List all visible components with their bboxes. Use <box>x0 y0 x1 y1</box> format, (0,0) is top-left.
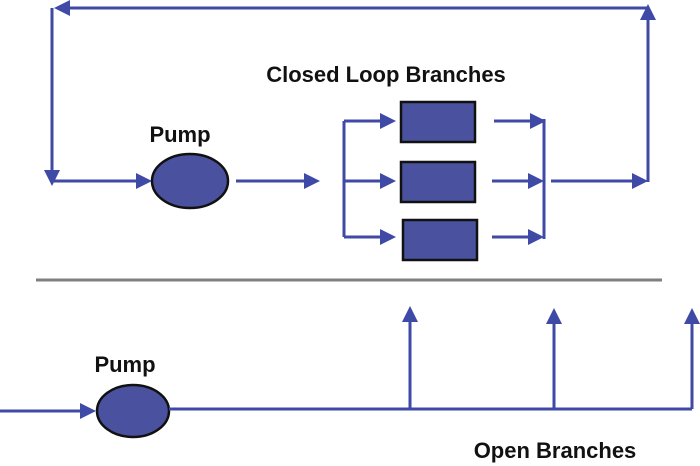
branch-3-load <box>401 218 479 262</box>
open-branches-section: Pump Open Branches <box>0 306 700 463</box>
arrow-right-icon <box>380 113 396 129</box>
arrow-up-icon <box>684 308 700 324</box>
arrow-right-icon <box>528 173 544 189</box>
arrow-down-icon <box>44 170 60 186</box>
arrow-right-icon <box>80 403 96 419</box>
arrow-right-icon <box>632 173 648 189</box>
branch-1-load <box>399 100 477 144</box>
arrow-right-icon <box>380 173 396 189</box>
arrow-right-icon <box>304 173 320 189</box>
open-pump-label: Pump <box>94 352 155 377</box>
closed-loop-title: Closed Loop Branches <box>266 62 506 87</box>
open-pump <box>95 383 171 439</box>
closed-loop-pump <box>150 152 230 210</box>
closed-loop-section: Pump Closed Loop Branches <box>44 0 656 262</box>
arrow-right-icon <box>380 229 396 245</box>
arrow-right-icon <box>528 229 544 245</box>
branch-2-load <box>399 160 477 204</box>
arrow-up-icon <box>402 306 418 322</box>
arrow-right-icon <box>530 113 546 129</box>
closed-loop-pump-label: Pump <box>149 122 210 147</box>
arrow-up-icon <box>546 308 562 324</box>
arrow-right-icon <box>136 173 152 189</box>
arrow-left-icon <box>54 0 70 16</box>
open-branches-title: Open Branches <box>474 438 637 463</box>
arrow-up-icon <box>640 4 656 20</box>
